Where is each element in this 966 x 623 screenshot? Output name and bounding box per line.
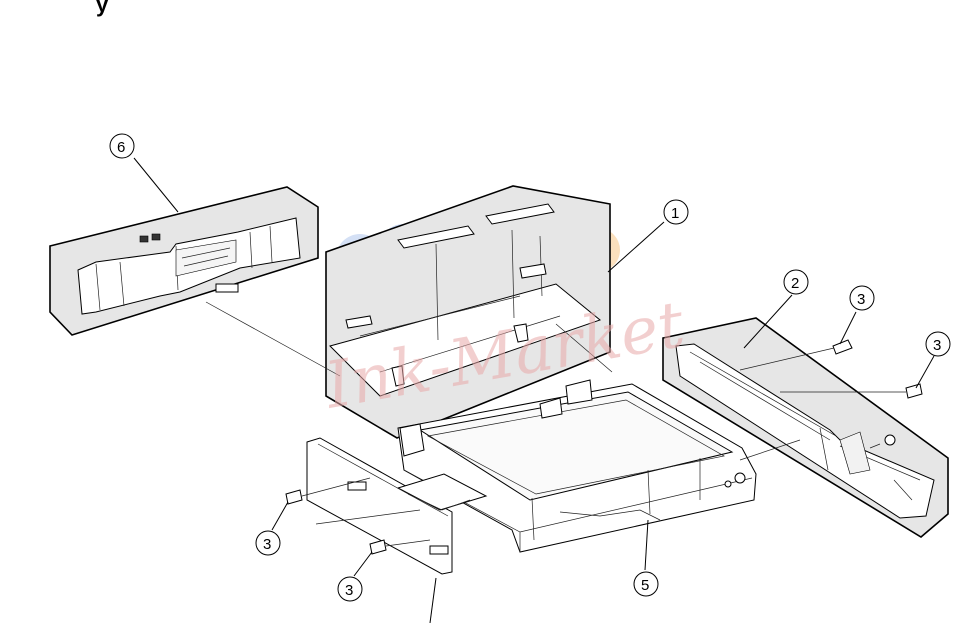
part-6-panel bbox=[49, 186, 319, 336]
callout-3: 3 bbox=[255, 530, 281, 556]
heading-fragment: y bbox=[96, 0, 109, 17]
svg-text:6: 6 bbox=[117, 139, 125, 156]
callout-3: 3 bbox=[849, 285, 875, 311]
svg-text:3: 3 bbox=[933, 337, 941, 354]
svg-text:2: 2 bbox=[791, 275, 799, 292]
part-2-panel bbox=[662, 317, 949, 538]
callout-5: 5 bbox=[633, 571, 659, 597]
callout-1: 1 bbox=[663, 199, 689, 225]
callout-3: 3 bbox=[925, 331, 951, 357]
svg-text:3: 3 bbox=[345, 582, 353, 599]
svg-text:1: 1 bbox=[671, 205, 679, 222]
svg-text:3: 3 bbox=[263, 536, 271, 553]
pad-parts bbox=[285, 339, 923, 555]
callout-2: 2 bbox=[783, 269, 809, 295]
callout-3: 3 bbox=[337, 576, 363, 602]
svg-text:3: 3 bbox=[857, 291, 865, 308]
left-side-cover bbox=[306, 437, 488, 575]
svg-text:5: 5 bbox=[641, 577, 649, 594]
part-5-frame bbox=[397, 379, 757, 553]
callout-6: 6 bbox=[109, 133, 135, 159]
leader-lines bbox=[133, 157, 935, 623]
part-1-panel bbox=[325, 185, 611, 439]
